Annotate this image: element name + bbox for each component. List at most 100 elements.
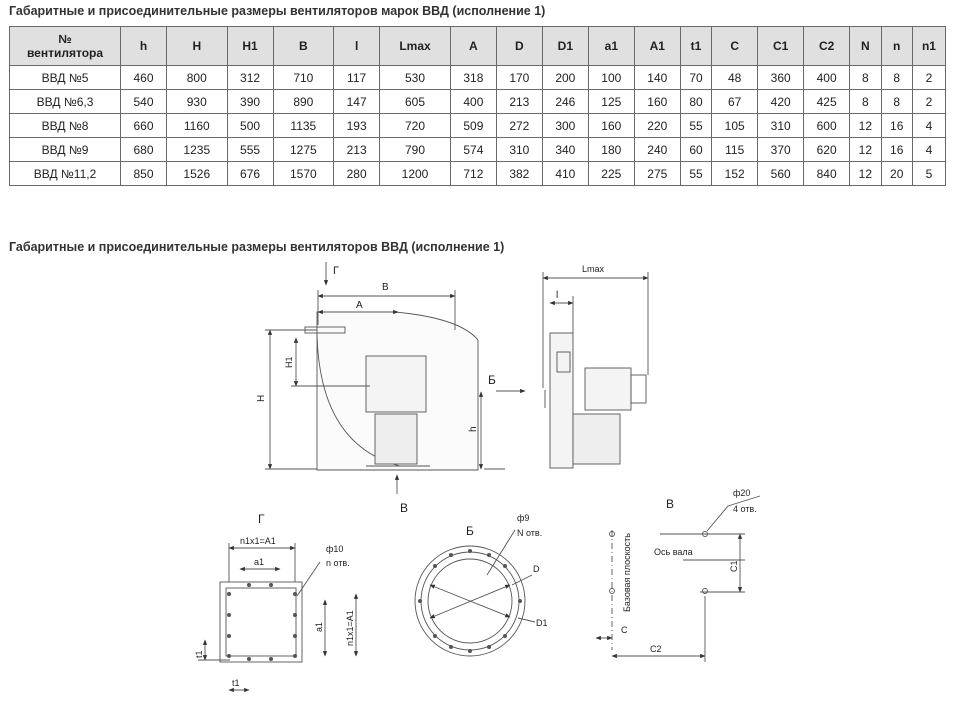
table-cell: 400 <box>449 89 497 114</box>
table-cell: 1570 <box>272 161 335 186</box>
table-cell: 12 <box>849 137 882 162</box>
table-cell: 105 <box>711 113 759 138</box>
table-cell: 390 <box>226 89 274 114</box>
table-cell: 1160 <box>165 113 228 138</box>
table-cell: 200 <box>541 65 589 90</box>
side-view <box>542 272 649 469</box>
table-cell: 4 <box>911 113 947 138</box>
table-cell: 125 <box>587 89 635 114</box>
table-cell: 310 <box>495 137 543 162</box>
table-cell: 360 <box>757 65 805 90</box>
table-cell: 147 <box>333 89 381 114</box>
table-cell: 425 <box>803 89 851 114</box>
table-cell: 55 <box>679 161 713 186</box>
label-a1-top: a1 <box>254 557 264 567</box>
table-cell: 2 <box>911 65 947 90</box>
label-A: A <box>356 300 363 311</box>
table-cell: 160 <box>587 113 635 138</box>
table-cell: 574 <box>449 137 497 162</box>
label-H: H <box>256 395 267 402</box>
label-G-arrow: Г <box>333 265 339 277</box>
view-g <box>198 543 359 693</box>
table-cell: 890 <box>272 89 335 114</box>
column-header: Lmax <box>379 26 451 66</box>
table-cell: 12 <box>849 161 882 186</box>
table-cell: 1526 <box>165 161 228 186</box>
table-cell: 318 <box>449 65 497 90</box>
label-g-dia: ф10 <box>326 544 343 554</box>
table-title: Габаритные и присоединительные размеры в… <box>9 4 546 18</box>
table-cell: 340 <box>541 137 589 162</box>
table-cell: 16 <box>880 137 913 162</box>
table-cell: 4 <box>911 137 947 162</box>
label-D1: D1 <box>536 618 548 628</box>
table-cell: 12 <box>849 113 882 138</box>
fan-drawing: B A Г H H1 h Б В Lmax l Г n1x1=A1 a1 ф10… <box>194 262 761 693</box>
table-cell: 300 <box>541 113 589 138</box>
table-cell: 312 <box>226 65 274 90</box>
column-header: C1 <box>757 26 805 66</box>
table-cell: 246 <box>541 89 589 114</box>
table-cell: 509 <box>449 113 497 138</box>
table-cell: 1275 <box>272 137 335 162</box>
table-cell: 530 <box>379 65 451 90</box>
table-cell: 370 <box>757 137 805 162</box>
table-cell: 400 <box>803 65 851 90</box>
column-header: t1 <box>679 26 713 66</box>
fan-model-cell: ВВД №8 <box>9 113 121 138</box>
table-cell: 1200 <box>379 161 451 186</box>
label-C2: C2 <box>650 644 662 654</box>
table-cell: 170 <box>495 65 543 90</box>
table-cell: 193 <box>333 113 381 138</box>
table-cell: 220 <box>633 113 681 138</box>
table-cell: 152 <box>711 161 759 186</box>
table-cell: 2 <box>911 89 947 114</box>
label-base-plane: Базовая плоскость <box>622 533 632 612</box>
table-cell: 8 <box>849 89 882 114</box>
table-cell: 540 <box>120 89 167 114</box>
label-l: l <box>556 290 558 301</box>
table-cell: 560 <box>757 161 805 186</box>
table-cell: 8 <box>849 65 882 90</box>
table-cell: 605 <box>379 89 451 114</box>
column-header: D <box>495 26 543 66</box>
column-header: A <box>449 26 497 66</box>
table-cell: 225 <box>587 161 635 186</box>
label-B-arrow: Б <box>488 373 496 387</box>
view-v <box>595 495 761 662</box>
drawing-title: Габаритные и присоединительные размеры в… <box>9 240 505 254</box>
label-H1: H1 <box>284 356 294 368</box>
view-v-title: В <box>666 497 674 511</box>
view-g-title: Г <box>258 512 265 526</box>
table-cell: 115 <box>711 137 759 162</box>
label-h: h <box>468 426 479 432</box>
table-cell: 5 <box>911 161 947 186</box>
table-cell: 240 <box>633 137 681 162</box>
column-header: B <box>272 26 335 66</box>
fan-model-cell: ВВД №5 <box>9 65 121 90</box>
table-cell: 60 <box>679 137 713 162</box>
table-cell: 600 <box>803 113 851 138</box>
column-header: A1 <box>633 26 681 66</box>
column-header: N <box>849 26 882 66</box>
label-a1-vertical: a1 <box>314 622 324 632</box>
table-cell: 280 <box>333 161 381 186</box>
table-cell: 117 <box>333 65 381 90</box>
column-header: a1 <box>587 26 635 66</box>
table-cell: 160 <box>633 89 681 114</box>
table-cell: 20 <box>880 161 913 186</box>
table-cell: 180 <box>587 137 635 162</box>
label-Lmax: Lmax <box>582 264 605 274</box>
table-cell: 213 <box>333 137 381 162</box>
table-cell: 382 <box>495 161 543 186</box>
table-cell: 620 <box>803 137 851 162</box>
front-view <box>265 262 526 494</box>
column-header: № вентилятора <box>9 26 121 66</box>
column-header: H1 <box>226 26 274 66</box>
label-t1-bottom: t1 <box>232 678 240 688</box>
table-cell: 660 <box>120 113 167 138</box>
table-cell: 8 <box>880 65 913 90</box>
